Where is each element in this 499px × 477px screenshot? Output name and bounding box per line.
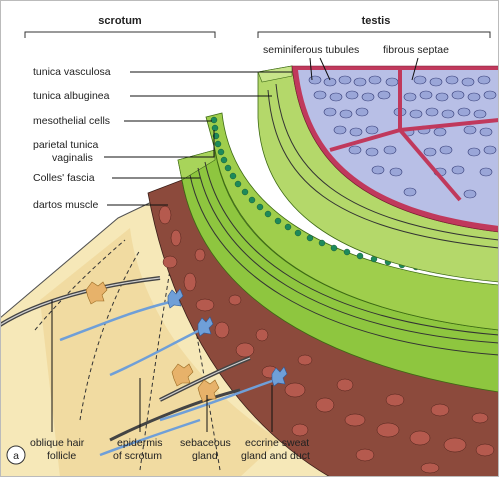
sebaceous-gland-3 xyxy=(197,379,220,403)
sweat-duct-2 xyxy=(109,328,201,377)
colles-fiber-1 xyxy=(189,174,499,356)
sweat-gland-2 xyxy=(197,316,214,337)
label-seminiferous-tubules: seminiferous tubules xyxy=(263,44,359,56)
label-parietal-line1: parietal tunica xyxy=(33,139,99,151)
testis-header: testis xyxy=(362,15,391,27)
hair-shaft-3 xyxy=(109,388,241,442)
sweat-gland-3 xyxy=(271,366,288,387)
label-eccrine-line1: eccrine sweat xyxy=(245,437,309,449)
colles-fascia-band xyxy=(177,149,499,393)
sweat-gland-1 xyxy=(167,288,184,309)
hair-shaft-1-core xyxy=(0,277,161,326)
dartos-muscle-layer xyxy=(147,179,499,477)
label-oblique-hair-line1: oblique hair xyxy=(30,437,85,449)
albuginea-fiber-1 xyxy=(267,89,499,249)
label-epidermis-line1: epidermis xyxy=(117,437,163,449)
label-sebaceous-line1: sebaceous xyxy=(180,437,231,449)
sebaceous-gland-1 xyxy=(85,281,108,305)
colles-fiber-2 xyxy=(197,167,499,344)
colles-fiber-3 xyxy=(204,161,499,336)
label-dartos-muscle: dartos muscle xyxy=(33,199,99,211)
sweat-duct-3 xyxy=(159,378,276,422)
label-mesothelial-cells: mesothelial cells xyxy=(33,115,110,127)
sweat-duct-4 xyxy=(99,418,201,457)
skin-appendages xyxy=(0,276,288,457)
label-sebaceous-line2: gland xyxy=(192,450,218,462)
label-parietal-line2: vaginalis xyxy=(52,152,93,164)
label-tunica-vasculosa: tunica vasculosa xyxy=(33,66,111,78)
testis-interior xyxy=(291,65,499,233)
skin-stratum-line-2 xyxy=(79,249,141,421)
panel-letter: a xyxy=(13,450,19,462)
panel-letter-circle xyxy=(6,445,26,465)
sebaceous-gland-2 xyxy=(171,363,194,387)
leader-seminiferous-2 xyxy=(319,57,331,81)
leader-fibrous-septae xyxy=(411,57,419,81)
leader-parietal xyxy=(104,130,215,158)
sweat-duct-1 xyxy=(59,300,171,342)
seminiferous-tubule-cells xyxy=(308,75,497,199)
fibrous-septae-lines xyxy=(329,70,499,202)
label-fibrous-septae: fibrous septae xyxy=(383,44,449,56)
scrotum-header: scrotum xyxy=(98,15,142,27)
skin-stratum-line-4 xyxy=(189,299,221,471)
label-tunica-albuginea: tunica albuginea xyxy=(33,90,110,102)
parietal-band xyxy=(205,112,499,331)
label-epidermis-line2: of scrotum xyxy=(113,450,162,462)
label-oblique-hair-line2: follicle xyxy=(47,450,76,462)
label-colles-fascia: Colles' fascia xyxy=(33,172,95,184)
albuginea-top xyxy=(257,65,293,83)
dartos-fiber-blobs xyxy=(158,205,495,474)
header-brackets xyxy=(24,31,491,38)
skin-stratum-line-1 xyxy=(34,239,126,331)
hair-shaft-2-core xyxy=(159,357,251,401)
albuginea-fiber-2 xyxy=(275,83,499,241)
scrotum-bracket xyxy=(24,31,216,38)
leader-seminiferous-1 xyxy=(309,57,313,81)
testis-bracket xyxy=(257,31,491,38)
label-eccrine-line2: gland and duct xyxy=(241,450,310,462)
